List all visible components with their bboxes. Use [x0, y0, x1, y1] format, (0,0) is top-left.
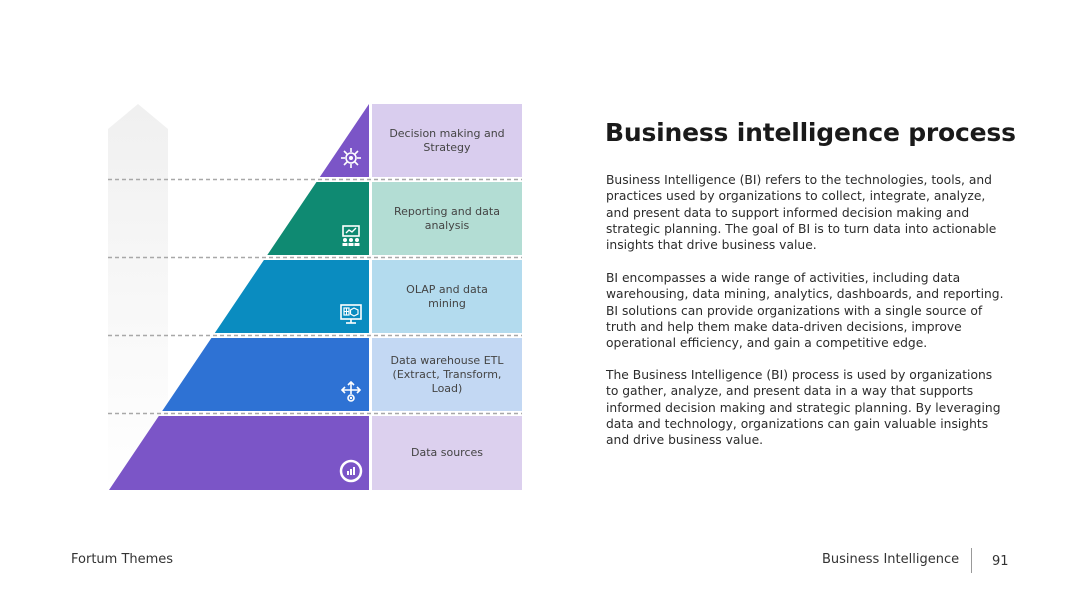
flow-gear-icon — [338, 379, 364, 405]
presentation-team-icon — [338, 223, 364, 249]
monitor-cube-icon — [338, 301, 364, 327]
level-label-box-3 — [372, 260, 522, 333]
page-number: 91 — [992, 554, 1009, 569]
level-label-box-5 — [372, 416, 522, 490]
level-label-5: Data sources — [410, 446, 484, 459]
pyramid-level-3 — [214, 260, 369, 333]
pyramid-level-4 — [162, 338, 369, 411]
paragraph-3: The Business Intelligence (BI) process i… — [606, 368, 1001, 448]
level-label-2: Reporting and data analysis — [394, 204, 500, 232]
slide-title: Business intelligence process — [605, 118, 1016, 147]
footer-section-title: Business Intelligence — [822, 552, 960, 567]
level-label-box-2 — [372, 182, 522, 255]
footer-brand: Fortum Themes — [71, 552, 174, 567]
background-arrow — [108, 104, 168, 490]
gear-network-icon — [338, 145, 364, 171]
level-label-1: Decision making and Strategy — [389, 126, 505, 154]
pie-chart-icon — [338, 458, 364, 484]
level-label-4: Data warehouse ETL (Extract, Transform, … — [390, 353, 504, 395]
paragraph-1: Business Intelligence (BI) refers to the… — [606, 173, 997, 253]
level-label-3: OLAP and data mining — [406, 282, 488, 310]
footer-divider — [971, 548, 972, 573]
paragraph-2: BI encompasses a wide range of activitie… — [606, 271, 1004, 351]
pyramid-level-5 — [109, 416, 369, 490]
level-label-box-4 — [372, 338, 522, 411]
level-label-box-1 — [372, 104, 522, 177]
